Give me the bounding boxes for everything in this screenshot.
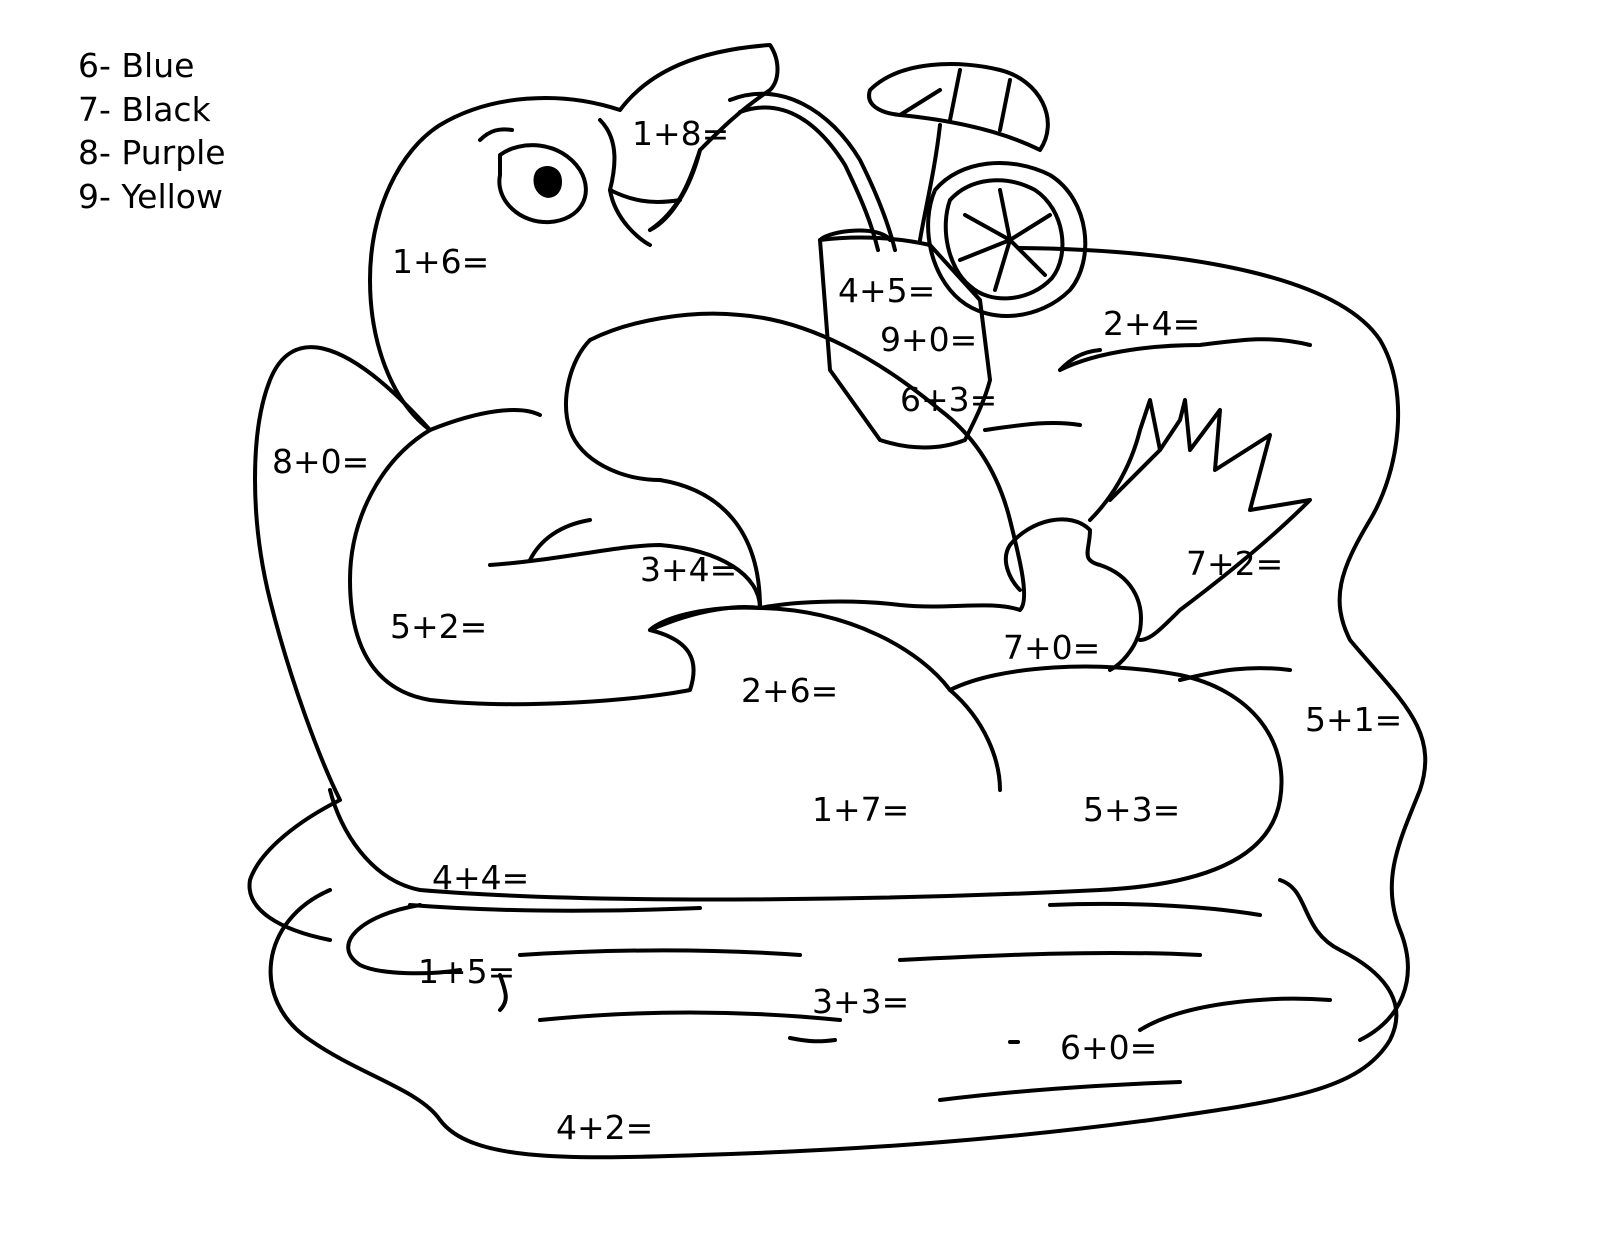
equation-cushion-left: 1+7= xyxy=(812,790,910,829)
legend-item-black: 7- Black xyxy=(78,89,211,129)
chair-outline xyxy=(247,345,432,942)
equation-armrest-left: 2+6= xyxy=(741,671,839,710)
equation-head: 1+6= xyxy=(392,242,490,281)
legend-item-purple: 8- Purple xyxy=(78,133,226,172)
legend-item-yellow: 9- Yellow xyxy=(78,176,223,216)
equation-water-left: 1+5= xyxy=(418,952,516,991)
equation-water-center: 3+3= xyxy=(812,982,910,1021)
equation-drink-mid: 9+0= xyxy=(880,320,978,359)
penguin-eye xyxy=(497,143,588,225)
equation-chair-side-right: 5+1= xyxy=(1305,700,1403,739)
lemon-slice xyxy=(926,161,1088,318)
equation-chair-back-right: 2+4= xyxy=(1103,304,1201,343)
equation-tail: 7+2= xyxy=(1186,544,1284,583)
equation-wing-lower: 5+2= xyxy=(390,607,488,646)
equation-chair-back-left: 8+0= xyxy=(272,442,370,481)
equation-water-right: 6+0= xyxy=(1060,1028,1158,1067)
water-inner-rim xyxy=(346,903,462,976)
equation-chair-base: 4+4= xyxy=(432,858,530,897)
penguin-head-outline xyxy=(368,43,780,432)
legend-item-blue: 6- Blue xyxy=(78,46,195,85)
straw xyxy=(728,91,897,252)
equation-foot: 7+0= xyxy=(1003,628,1101,667)
equation-drink-top: 4+5= xyxy=(838,271,936,310)
cushion-outline xyxy=(328,605,1284,902)
tail-feathers xyxy=(1088,398,1312,642)
glass-outline xyxy=(818,235,992,450)
water-outline xyxy=(268,878,1399,1160)
equation-cushion-right: 5+3= xyxy=(1083,790,1181,829)
color-key-legend: 6- Blue 7- Black 8- Purple 9- Yellow xyxy=(78,44,226,218)
chair-seam-upper xyxy=(1058,337,1312,372)
penguin-body-outline xyxy=(588,311,1027,612)
equation-wing-upper: 3+4= xyxy=(640,550,738,589)
wing-outline xyxy=(348,428,762,707)
flipper-outline xyxy=(488,543,762,610)
equation-water-bottom: 4+2= xyxy=(556,1108,654,1147)
equation-drink-bottom: 6+3= xyxy=(900,380,998,419)
foot-outline xyxy=(1003,517,1143,672)
equation-beak: 1+8= xyxy=(632,114,730,153)
